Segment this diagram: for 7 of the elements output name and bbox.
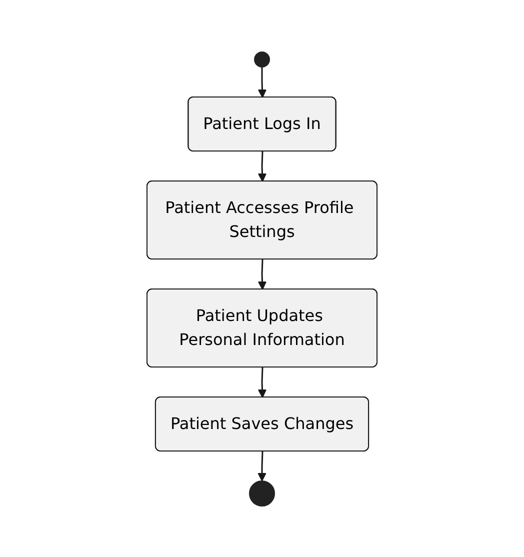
- arrow: [258, 450, 266, 481]
- arrow: [258, 258, 267, 290]
- arrow: [258, 66, 267, 98]
- node-bullseye: [249, 480, 275, 506]
- arrow: [258, 366, 267, 398]
- arrow: [258, 150, 267, 182]
- node-circle: [254, 51, 270, 67]
